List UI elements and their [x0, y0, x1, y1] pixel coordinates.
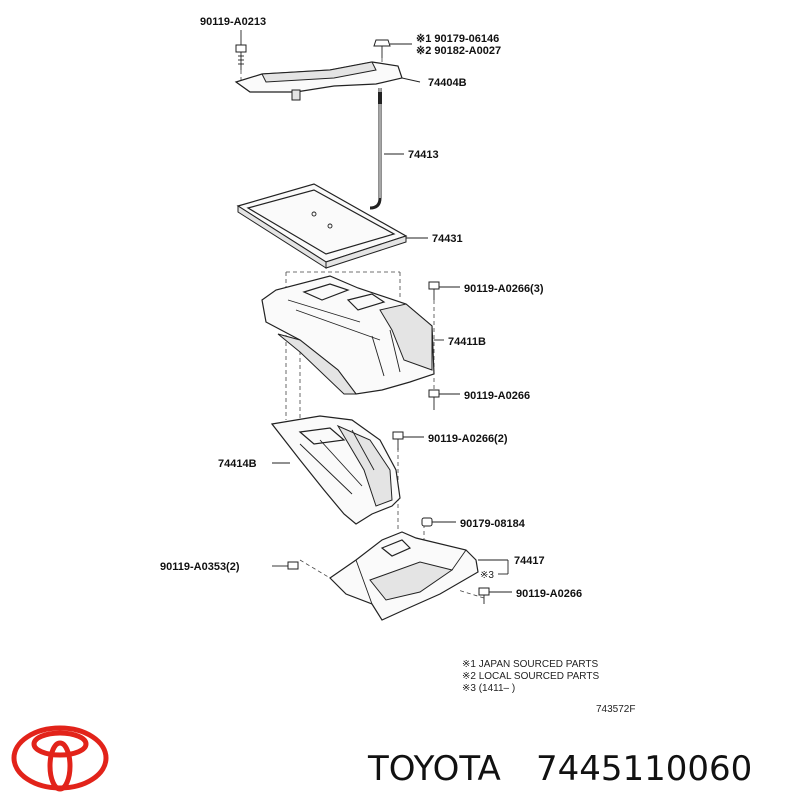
carrier-upper-part [261, 275, 444, 395]
callout-bolt-left: 90119-A0353(2) [160, 561, 240, 573]
callout-bolt-bracket: 90119-A0266 [516, 588, 582, 600]
callout-nut-top-l: ※2 90182-A0027 [416, 45, 501, 57]
tray-part [236, 183, 428, 269]
clamp-part [234, 61, 421, 101]
callout-bolt-carrier-upper: 90119-A0266(3) [464, 283, 544, 295]
bolt-top-left [235, 30, 247, 82]
note-date-range: ※3 (1411– ) [462, 683, 515, 694]
callout-bolt-top-left: 90119-A0213 [200, 16, 266, 28]
callout-carrier-upper: 74411B [448, 336, 486, 348]
callout-bracket-mark: ※3 [480, 570, 494, 581]
bracket-part [329, 531, 509, 621]
drawing-code: 743572F [596, 704, 635, 715]
callout-carrier-lower: 74414B [218, 458, 257, 470]
callout-clamp: 74404B [428, 77, 467, 89]
brand-name: TOYOTA [367, 749, 501, 789]
callout-nut-top-j: ※1 90179-06146 [416, 33, 499, 45]
bolt-carrier-side [392, 431, 424, 450]
callout-bracket: 74417 [514, 555, 545, 567]
bolt-carrier-upper [428, 281, 460, 300]
part-number: 7445110060 [536, 749, 752, 789]
bolt-carrier-lower [428, 378, 460, 410]
carrier-lower-part [270, 415, 401, 525]
note-japan-sourced: ※1 JAPAN SOURCED PARTS [462, 659, 599, 670]
callout-rod: 74413 [408, 149, 439, 161]
callout-tray: 74431 [432, 233, 463, 245]
callout-bolt-carrier-side: 90119-A0266(2) [428, 433, 508, 445]
note-local-sourced: ※2 LOCAL SOURCED PARTS [462, 671, 599, 682]
rod-part [369, 88, 404, 210]
callout-bolt-carrier-lower: 90119-A0266 [464, 390, 530, 402]
callout-nut-bracket: 90179-08184 [460, 518, 526, 530]
nut-bracket [421, 517, 456, 527]
bolt-left [272, 561, 299, 570]
toyota-logo-icon [11, 725, 109, 792]
bolt-bracket [478, 587, 512, 604]
